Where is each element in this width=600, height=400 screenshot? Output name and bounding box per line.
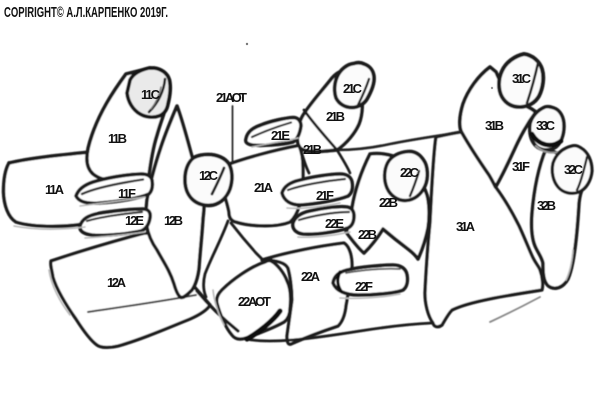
svg-text:22B: 22B <box>358 227 377 242</box>
svg-text:21C: 21C <box>343 81 363 96</box>
svg-text:31C: 31C <box>512 71 532 86</box>
svg-text:22A: 22A <box>301 269 321 284</box>
svg-text:22E: 22E <box>325 216 344 231</box>
svg-text:11C: 11C <box>141 87 161 102</box>
svg-text:11B: 11B <box>108 131 127 146</box>
svg-text:11F: 11F <box>118 186 136 201</box>
svg-text:22F: 22F <box>355 279 373 294</box>
svg-text:31B: 31B <box>485 118 504 133</box>
svg-text:21A: 21A <box>254 180 274 195</box>
svg-text:21B: 21B <box>303 142 322 157</box>
svg-text:12B: 12B <box>164 213 183 228</box>
svg-text:21E: 21E <box>271 128 290 143</box>
svg-text:12E: 12E <box>125 213 144 228</box>
svg-text:21F: 21F <box>316 188 334 203</box>
svg-text:32C: 32C <box>564 162 584 177</box>
svg-text:11A: 11A <box>45 182 65 197</box>
svg-text:12C: 12C <box>199 168 219 183</box>
svg-text:31A: 31A <box>456 219 476 234</box>
svg-text:22AOT: 22AOT <box>238 294 271 309</box>
svg-text:22C: 22C <box>400 165 420 180</box>
svg-text:22B: 22B <box>379 195 398 210</box>
svg-text:21AOT: 21AOT <box>216 90 247 105</box>
svg-text:32B: 32B <box>537 198 556 213</box>
svg-text:33C: 33C <box>536 118 556 133</box>
svg-text:21B: 21B <box>326 109 345 124</box>
svg-text:12A: 12A <box>107 275 127 290</box>
svg-text:COPIRIGHT© А.Л.КАРПЕНКО 2019Г.: COPIRIGHT© А.Л.КАРПЕНКО 2019Г. <box>4 4 168 21</box>
svg-text:31F: 31F <box>512 159 530 174</box>
